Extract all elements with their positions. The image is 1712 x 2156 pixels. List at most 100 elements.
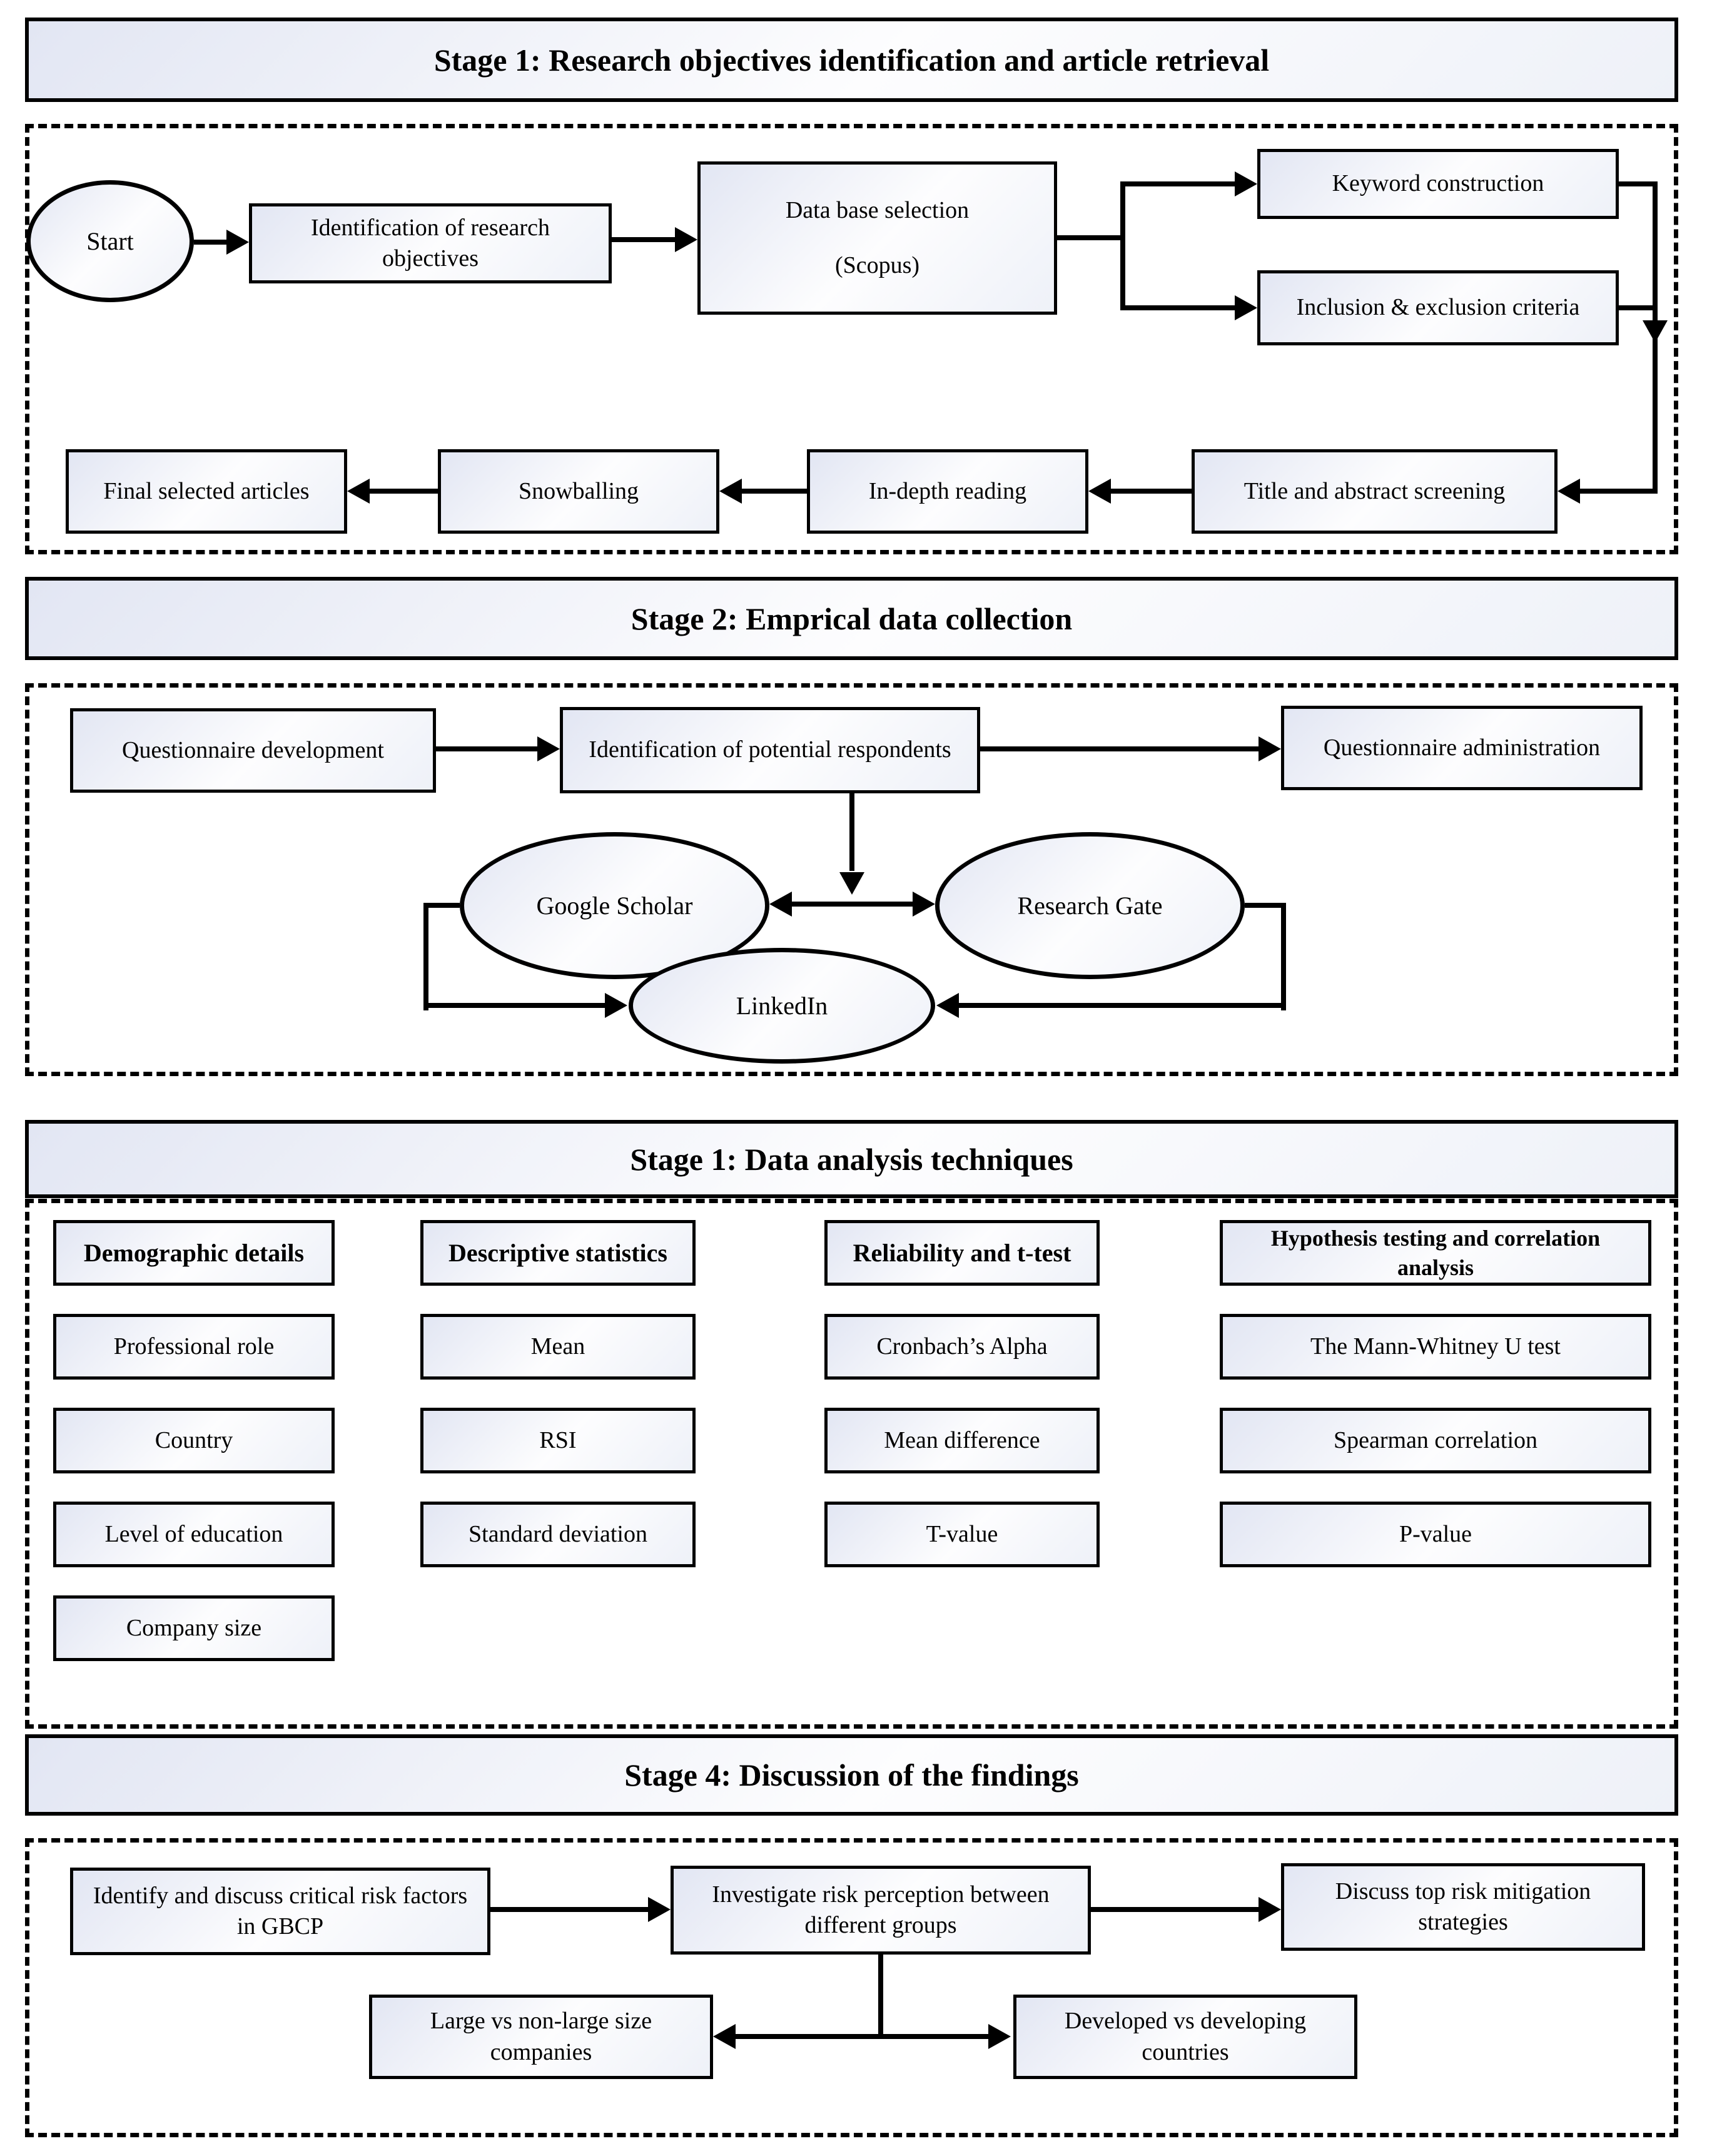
connector-line bbox=[736, 2034, 993, 2039]
professional-role-label: Professional role bbox=[113, 1333, 275, 1360]
spearman-correlation-label: Spearman correlation bbox=[1333, 1426, 1538, 1453]
standard-deviation-node: Standard deviation bbox=[420, 1502, 696, 1567]
final-selected-articles-node: Final selected articles bbox=[66, 449, 347, 534]
arrowhead-down bbox=[839, 872, 864, 895]
keyword-construction-label: Keyword construction bbox=[1332, 170, 1544, 197]
final-selected-articles-label: Final selected articles bbox=[103, 477, 310, 504]
arrowhead-right bbox=[537, 736, 560, 761]
risk-mitigation-strategies-node: Discuss top risk mitigation strategies bbox=[1281, 1863, 1645, 1951]
connector-line bbox=[1091, 1907, 1260, 1912]
connector-line bbox=[612, 237, 676, 242]
large-vs-nonlarge-node: Large vs non-large size companies bbox=[369, 1995, 713, 2079]
in-depth-reading-label: In-depth reading bbox=[868, 477, 1027, 504]
professional-role-node: Professional role bbox=[53, 1314, 335, 1380]
rsi-label: RSI bbox=[539, 1426, 577, 1453]
identify-risk-factors-node: Identify and discuss critical risk facto… bbox=[70, 1868, 490, 1955]
connector-line bbox=[490, 1907, 649, 1912]
mean-difference-node: Mean difference bbox=[824, 1408, 1100, 1473]
country-label: Country bbox=[154, 1426, 233, 1453]
stage4-title: Stage 4: Discussion of the findings bbox=[624, 1757, 1079, 1792]
arrowhead-right bbox=[988, 2024, 1011, 2049]
company-size-node: Company size bbox=[53, 1595, 335, 1661]
mann-whitney-node: The Mann-Whitney U test bbox=[1220, 1314, 1651, 1380]
arrowhead-right bbox=[605, 993, 627, 1018]
demographic-details-label: Demographic details bbox=[83, 1238, 305, 1267]
stage1-region bbox=[25, 124, 1678, 554]
mean-node: Mean bbox=[420, 1314, 696, 1380]
arrowhead-left bbox=[769, 892, 792, 917]
arrowhead-right bbox=[226, 230, 249, 255]
level-of-education-node: Level of education bbox=[53, 1502, 335, 1567]
connector-line bbox=[1619, 305, 1658, 310]
connector-line bbox=[980, 746, 1260, 751]
connector-line bbox=[959, 1003, 1286, 1008]
arrowhead-left bbox=[713, 2024, 736, 2049]
database-scopus-label: (Scopus) bbox=[834, 252, 920, 278]
developed-vs-developing-node: Developed vs developing countries bbox=[1013, 1995, 1357, 2079]
connector-line bbox=[1245, 903, 1286, 908]
connector-line bbox=[1120, 305, 1236, 310]
research-gate-label: Research Gate bbox=[1017, 891, 1163, 920]
stage3-region bbox=[25, 1199, 1678, 1729]
identify-risk-factors-label: Identify and discuss critical risk facto… bbox=[93, 1882, 468, 1940]
mean-label: Mean bbox=[530, 1333, 585, 1360]
google-scholar-label: Google Scholar bbox=[536, 891, 693, 920]
connector-line bbox=[368, 489, 438, 494]
connector-line bbox=[849, 793, 854, 871]
connector-line bbox=[1057, 235, 1125, 240]
connector-line bbox=[878, 1955, 883, 2038]
arrowhead-right bbox=[675, 227, 697, 252]
descriptive-statistics-header: Descriptive statistics bbox=[420, 1220, 696, 1286]
arrowhead-right bbox=[648, 1897, 671, 1922]
country-node: Country bbox=[53, 1408, 335, 1473]
stage2-region bbox=[25, 683, 1678, 1076]
stage3-title: Stage 1: Data analysis techniques bbox=[630, 1141, 1073, 1177]
identification-objectives-label: Identification of research objectives bbox=[311, 214, 550, 272]
arrowhead-left bbox=[1558, 479, 1580, 504]
connector-line bbox=[423, 1003, 606, 1008]
inclusion-exclusion-node: Inclusion & exclusion criteria bbox=[1257, 270, 1619, 345]
identification-objectives-node: Identification of research objectives bbox=[249, 203, 612, 283]
start-node: Start bbox=[26, 180, 194, 302]
potential-respondents-label: Identification of potential respondents bbox=[589, 736, 951, 763]
connector-line bbox=[741, 489, 807, 494]
questionnaire-development-label: Questionnaire development bbox=[122, 736, 384, 763]
cronbachs-alpha-node: Cronbach’s Alpha bbox=[824, 1314, 1100, 1380]
keyword-construction-node: Keyword construction bbox=[1257, 149, 1619, 219]
snowballing-node: Snowballing bbox=[438, 449, 719, 534]
cronbachs-alpha-label: Cronbach’s Alpha bbox=[876, 1333, 1048, 1360]
start-label: Start bbox=[86, 226, 134, 255]
hypothesis-testing-header: Hypothesis testing and correlation analy… bbox=[1220, 1220, 1651, 1286]
hypothesis-testing-label: Hypothesis testing and correlation analy… bbox=[1270, 1225, 1601, 1280]
research-gate-node: Research Gate bbox=[935, 832, 1245, 979]
investigate-risk-perception-label: Investigate risk perception between diff… bbox=[712, 1881, 1050, 1938]
mann-whitney-label: The Mann-Whitney U test bbox=[1310, 1333, 1561, 1360]
stage3-header: Stage 1: Data analysis techniques bbox=[25, 1120, 1678, 1198]
reliability-ttest-label: Reliability and t-test bbox=[853, 1238, 1071, 1267]
investigate-risk-perception-node: Investigate risk perception between diff… bbox=[671, 1866, 1091, 1955]
arrowhead-right bbox=[913, 892, 935, 917]
stage1-header: Stage 1: Research objectives identificat… bbox=[25, 18, 1678, 102]
questionnaire-development-node: Questionnaire development bbox=[70, 708, 436, 793]
arrowhead-left bbox=[719, 479, 742, 504]
p-value-node: P-value bbox=[1220, 1502, 1651, 1567]
stage2-title: Stage 2: Emprical data collection bbox=[631, 601, 1073, 636]
connector-line bbox=[1110, 489, 1192, 494]
connector-line bbox=[1580, 489, 1655, 494]
t-value-label: T-value bbox=[926, 1520, 998, 1547]
connector-line bbox=[436, 746, 539, 751]
risk-mitigation-strategies-label: Discuss top risk mitigation strategies bbox=[1335, 1878, 1591, 1935]
arrowhead-right bbox=[1259, 1897, 1281, 1922]
arrowhead-down bbox=[1643, 320, 1668, 343]
company-size-label: Company size bbox=[126, 1614, 262, 1641]
stage2-header: Stage 2: Emprical data collection bbox=[25, 577, 1678, 660]
stage1-title: Stage 1: Research objectives identificat… bbox=[433, 42, 1270, 78]
linkedin-label: LinkedIn bbox=[736, 991, 828, 1020]
linkedin-node: LinkedIn bbox=[629, 948, 935, 1064]
reliability-ttest-header: Reliability and t-test bbox=[824, 1220, 1100, 1286]
rsi-node: RSI bbox=[420, 1408, 696, 1473]
large-vs-nonlarge-label: Large vs non-large size companies bbox=[430, 2008, 652, 2065]
mean-difference-label: Mean difference bbox=[884, 1426, 1040, 1453]
inclusion-exclusion-label: Inclusion & exclusion criteria bbox=[1296, 294, 1580, 321]
